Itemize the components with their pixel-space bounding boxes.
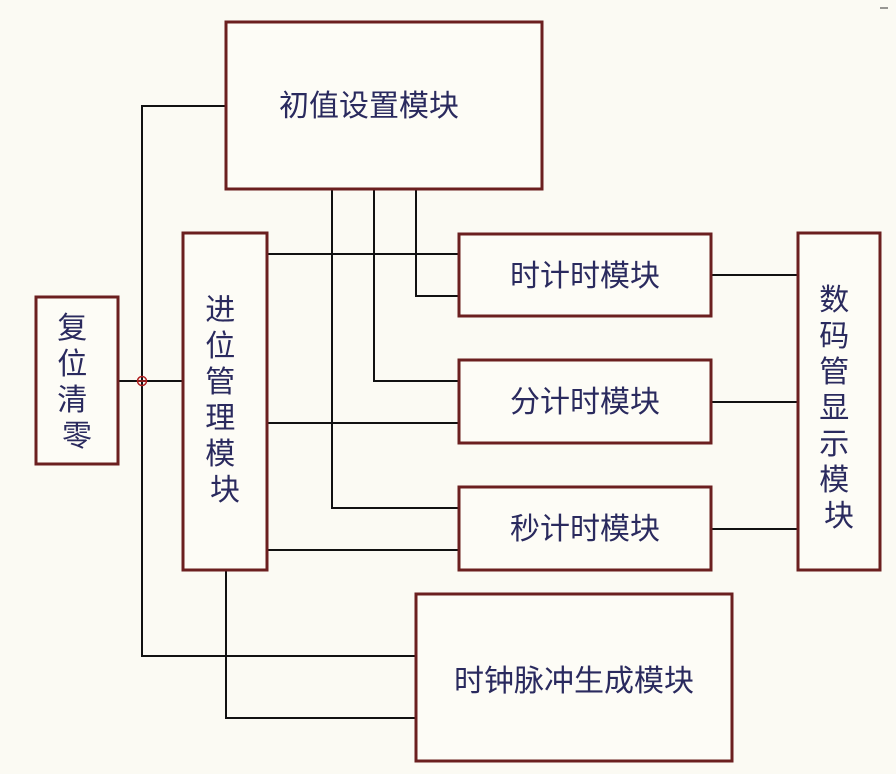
connection-wires [118,105,798,719]
clock-pulse-block: 时钟脉冲生成模块 [414,592,734,763]
carry-management-label: 进 位 管 理 模 块 [205,293,245,508]
wire-carry-to-clock [225,570,416,719]
hour-timer-label: 时计时模块 [510,259,660,294]
display-module-label: 数 码 管 显 示 模 块 [819,283,859,534]
init-module-block: 初值设置模块 [224,20,544,191]
clock-pulse-label: 时钟脉冲生成模块 [454,664,694,699]
carry-management-block: 进 位 管 理 模 块 [181,231,269,572]
wire-init-to-hour [415,189,459,297]
second-timer-block: 秒计时模块 [457,485,713,572]
init-module-label: 初值设置模块 [279,89,459,124]
second-timer-label: 秒计时模块 [510,512,660,547]
display-module-block: 数 码 管 显 示 模 块 [796,231,882,572]
wire-init-to-second [331,189,459,509]
reset-clear-block: 复 位 清 零 [34,295,120,466]
hour-timer-block: 时计时模块 [457,232,713,318]
minute-timer-block: 分计时模块 [457,358,713,445]
minute-timer-label: 分计时模块 [510,385,660,420]
reset-clear-label: 复 位 清 零 [57,311,97,454]
